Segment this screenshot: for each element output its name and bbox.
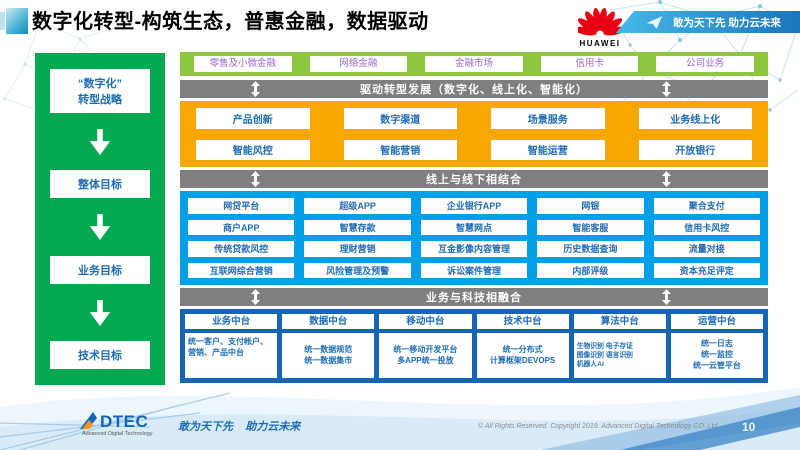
business-line-box: 网络金融 xyxy=(309,56,408,72)
up-down-arrow-icon xyxy=(250,289,260,305)
channel-box: 商户APP xyxy=(188,219,295,235)
business-line-box: 公司业务 xyxy=(656,56,754,72)
channel-box: 资本充足评定 xyxy=(653,262,760,278)
adtec-subtitle: Advanced Digital Technology xyxy=(82,431,153,437)
platform-desc: 统一数据规范 统一数据集市 xyxy=(282,333,375,378)
banner-slogan: 敢为天下先 助力云未来 xyxy=(673,16,781,29)
platform-desc: 统一分布式 计算框架DEVOPS xyxy=(476,333,569,378)
bar-label: 线上与线下相结合 xyxy=(426,174,522,186)
platform-column-business: 业务中台 统一客户、支付帐户、营销、产品中台 xyxy=(185,314,278,378)
down-arrow-icon xyxy=(89,214,111,240)
platform-title: 移动中台 xyxy=(379,314,472,329)
platform-title: 数据中台 xyxy=(282,314,375,329)
channel-box: 网银 xyxy=(537,198,644,214)
platform-title: 运营中台 xyxy=(670,314,764,329)
transformation-box: 智能运营 xyxy=(491,139,605,160)
platform-column-data: 数据中台 统一数据规范 统一数据集市 xyxy=(282,314,375,378)
business-line-box: 信用卡 xyxy=(540,56,639,72)
adtec-wordmark: DTEC xyxy=(100,412,149,431)
platform-desc: 生物识别 电子存证 图像识别 语言识别 机器人AI xyxy=(573,333,666,378)
bar-business-tech-fusion: 业务与科技相融合 xyxy=(180,288,768,306)
transformation-box: 场景服务 xyxy=(491,108,605,129)
huawei-logo: HUAWEI xyxy=(573,4,627,48)
strategy-sidebar: “数字化” 转型战略 整体目标 业务目标 技术目标 xyxy=(35,53,165,385)
channel-box: 历史数据查询 xyxy=(537,241,644,257)
bar-label: 驱动转型发展（数字化、线上化、智能化） xyxy=(360,84,588,96)
up-down-arrow-icon xyxy=(662,289,672,305)
business-line-box: 零售及小微金融 xyxy=(194,56,292,72)
transformation-box: 产品创新 xyxy=(196,108,310,129)
platform-column-operations: 运营中台 统一日志 统一监控 统一云管平台 xyxy=(670,314,764,378)
channel-box: 信用卡风控 xyxy=(653,219,760,235)
bar-online-offline: 线上与线下相结合 xyxy=(180,170,768,188)
platform-desc: 统一客户、支付帐户、营销、产品中台 xyxy=(185,333,278,378)
transformation-box: 业务线上化 xyxy=(638,108,752,129)
platform-title: 技术中台 xyxy=(476,314,569,329)
copyright-text: © All Rights Reserved. Copyright 2019. A… xyxy=(478,423,718,430)
huawei-flower-icon xyxy=(573,7,627,36)
adtec-logo: DTEC Advanced Digital Technology xyxy=(80,412,190,437)
platform-desc: 统一日志 统一监控 统一云管平台 xyxy=(670,333,764,378)
sidebar-item-tech-goal: 技术目标 xyxy=(50,341,150,370)
platform-title: 算法中台 xyxy=(573,314,666,329)
sidebar-item-strategy: “数字化” 转型战略 xyxy=(50,68,150,113)
channel-box: 风险管理及预警 xyxy=(304,262,411,278)
down-arrow-icon xyxy=(89,128,111,155)
bar-label: 业务与科技相融合 xyxy=(426,292,522,304)
channel-box: 诉讼案件管理 xyxy=(420,262,528,278)
slogan-banner: 敢为天下先 助力云未来 xyxy=(616,11,800,33)
down-arrow-icon xyxy=(89,299,111,326)
channel-box: 聚合支付 xyxy=(653,198,760,214)
paper-plane-icon xyxy=(646,15,663,29)
up-down-arrow-icon xyxy=(662,81,672,97)
up-down-arrow-icon xyxy=(662,171,672,187)
footer-slogan: 敢为天下先 助力云未来 xyxy=(178,421,301,433)
middle-platform-row: 业务中台 统一客户、支付帐户、营销、产品中台 数据中台 统一数据规范 统一数据集… xyxy=(180,309,768,383)
up-down-arrow-icon xyxy=(250,81,260,97)
title-accent-square xyxy=(6,8,28,34)
up-down-arrow-icon xyxy=(250,171,260,187)
channel-box: 互联网综合营销 xyxy=(188,262,295,278)
channel-box: 智慧存款 xyxy=(304,219,411,235)
transformation-box: 智能风控 xyxy=(196,139,310,160)
channel-box: 内部评级 xyxy=(537,262,644,278)
business-line-box: 金融市场 xyxy=(425,56,523,72)
adtec-arrow-icon xyxy=(80,412,97,429)
channel-box: 智能客服 xyxy=(537,219,644,235)
title-accent-bar xyxy=(0,12,5,30)
channel-box: 理财营销 xyxy=(304,241,411,257)
transformation-box: 数字渠道 xyxy=(343,108,457,129)
platform-title: 业务中台 xyxy=(185,314,278,329)
transformation-box: 智能营销 xyxy=(343,139,457,160)
transformation-grid: 产品创新 数字渠道 场景服务 业务线上化 智能风控 智能营销 智能运营 开放银行 xyxy=(180,101,768,167)
channel-box: 流量对接 xyxy=(653,241,760,257)
page-number: 10 xyxy=(742,420,756,434)
business-lines-row: 零售及小微金融 网络金融 金融市场 信用卡 公司业务 xyxy=(180,52,768,76)
platform-column-tech: 技术中台 统一分布式 计算框架DEVOPS xyxy=(476,314,569,378)
page-title: 数字化转型-构筑生态，普惠金融，数据驱动 xyxy=(32,11,429,33)
transformation-box: 开放银行 xyxy=(638,139,752,160)
sidebar-item-business-goal: 业务目标 xyxy=(50,255,150,284)
platform-desc: 统一移动开发平台 多APP统一投放 xyxy=(379,333,472,378)
huawei-wordmark: HUAWEI xyxy=(579,39,621,48)
channel-box: 智慧网点 xyxy=(420,219,528,235)
bar-drive-transformation: 驱动转型发展（数字化、线上化、智能化） xyxy=(180,80,768,98)
channel-box: 传统贷款风控 xyxy=(188,241,295,257)
platform-column-algorithm: 算法中台 生物识别 电子存证 图像识别 语言识别 机器人AI xyxy=(573,314,666,378)
channel-box: 互金影像内容管理 xyxy=(420,241,528,257)
sidebar-item-overall-goal: 整体目标 xyxy=(50,170,150,199)
platform-column-mobile: 移动中台 统一移动开发平台 多APP统一投放 xyxy=(379,314,472,378)
channel-grid: 网贷平台 超级APP 企业银行APP 网银 聚合支付 商户APP 智慧存款 智慧… xyxy=(180,191,768,285)
channel-box: 企业银行APP xyxy=(420,198,528,214)
channel-box: 网贷平台 xyxy=(188,198,295,214)
channel-box: 超级APP xyxy=(304,198,411,214)
